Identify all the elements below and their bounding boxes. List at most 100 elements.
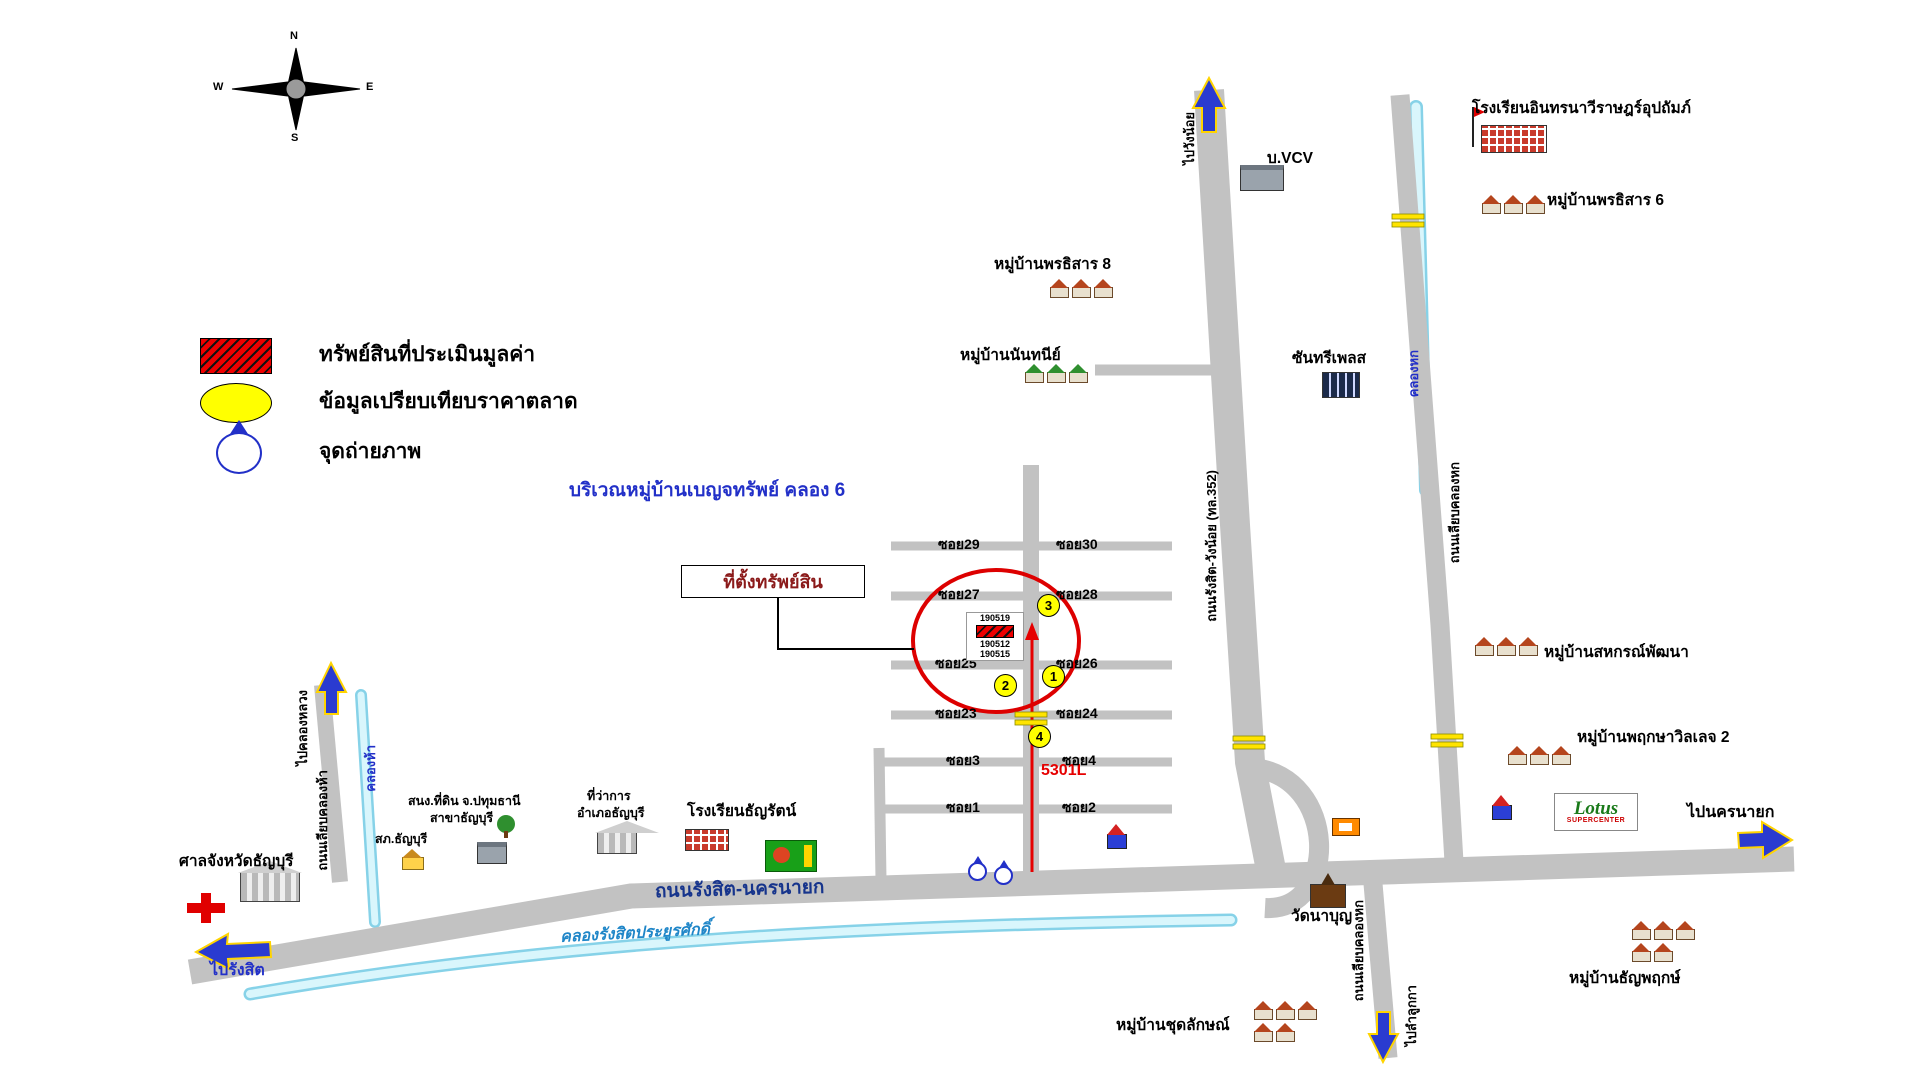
area-title: บริเวณหมู่บ้านเบญจทรัพย์ คลอง 6 bbox=[569, 480, 846, 501]
parcel-number: 190512 bbox=[979, 638, 1011, 649]
house-icon bbox=[1069, 364, 1088, 383]
arrow-south bbox=[1367, 1011, 1400, 1065]
market-icon bbox=[765, 840, 817, 872]
house-icon bbox=[1654, 943, 1673, 962]
legend-appraised-swatch bbox=[200, 338, 272, 374]
house-icon bbox=[1276, 1023, 1295, 1042]
comparison-marker-3: 3 bbox=[1037, 594, 1060, 617]
chut-lak-village-icon bbox=[1254, 1000, 1320, 1042]
highway-352-label: ถนนรังสิต-วังน้อย (ทล.352) bbox=[1204, 470, 1219, 622]
house-icon bbox=[1254, 1001, 1273, 1020]
compass-e: E bbox=[366, 81, 374, 93]
wat-na-bun-label: วัดนาบุญ bbox=[1291, 908, 1353, 925]
vcv-label: บ.VCV bbox=[1267, 150, 1314, 167]
gas-station-icon bbox=[1332, 818, 1360, 836]
school-intharanawi-icon bbox=[1481, 125, 1547, 153]
photo-point-icon bbox=[994, 866, 1013, 885]
house-icon bbox=[1047, 364, 1066, 383]
land-office-label-2: สาขาธัญบุรี bbox=[430, 811, 494, 825]
thanyarat-school-icon bbox=[685, 829, 729, 851]
direction-arrows bbox=[193, 75, 1794, 1065]
arrow-east bbox=[1736, 820, 1794, 860]
legend-comparison-label: ข้อมูลเปรียบเทียบราคาตลาด bbox=[319, 390, 578, 413]
court-label: ศาลจังหวัดธัญบุรี bbox=[179, 853, 294, 870]
route-code-label: 5301L bbox=[1041, 762, 1087, 779]
to-khlong-luang-label: ไปคลองหลวง bbox=[295, 690, 310, 766]
house-icon bbox=[1632, 943, 1651, 962]
soi-24-label: ซอย24 bbox=[1056, 705, 1098, 721]
arrow-north bbox=[1191, 75, 1227, 133]
khlong-hok-road-label: ถนนเลียบคลองหก bbox=[1447, 462, 1462, 564]
lotus-logo-text: Lotus bbox=[1573, 798, 1619, 819]
soi-3-label: ซอย3 bbox=[946, 752, 980, 768]
soi-1-label: ซอย1 bbox=[946, 799, 980, 815]
thanyarat-school-label: โรงเรียนธัญรัตน์ bbox=[687, 803, 797, 820]
survey-route bbox=[1025, 622, 1039, 872]
south-road-label: ถนนเลียบคลองหก bbox=[1351, 900, 1366, 1002]
soi-2-label: ซอย2 bbox=[1062, 799, 1096, 815]
to-nakhon-nayok-label: ไปนครนายก bbox=[1687, 804, 1775, 821]
khlong-hok-canal-label: คลองหก bbox=[1406, 350, 1421, 398]
road-shapes bbox=[187, 89, 1795, 1059]
compass-n: N bbox=[290, 30, 298, 42]
bridge-markers bbox=[1014, 213, 1464, 750]
house-icon bbox=[1530, 746, 1549, 765]
nanthanee-village-icon bbox=[1025, 363, 1088, 383]
property-callout-text: ที่ตั้งทรัพย์สิน bbox=[723, 572, 823, 592]
legend-photo-point-icon bbox=[216, 432, 262, 474]
house-icon bbox=[1298, 1001, 1317, 1020]
callout-connector-line bbox=[777, 597, 914, 650]
soi-30-label: ซอย30 bbox=[1056, 536, 1098, 552]
house-icon bbox=[1504, 195, 1523, 214]
tree-icon bbox=[497, 815, 515, 838]
main-road-label: ถนนรังสิต-นครนายก bbox=[654, 876, 825, 903]
nanthanee-label: หมู่บ้านนันทนีย์ bbox=[960, 347, 1061, 364]
school-flag-icon bbox=[1474, 107, 1485, 117]
house-icon bbox=[1497, 637, 1516, 656]
soi-26-label: ซอย26 bbox=[1056, 655, 1098, 671]
school-intharanawi-label: โรงเรียนอินทรนาวีราษฎร์อุปถัมภ์ bbox=[1472, 100, 1691, 117]
sahakorn-pattana-label: หมู่บ้านสหกรณ์พัฒนา bbox=[1544, 644, 1689, 661]
lotus-logo-subtext: SUPERCENTER bbox=[1566, 817, 1626, 824]
sahakorn-village-icon bbox=[1475, 636, 1538, 656]
compass-s: S bbox=[291, 132, 299, 144]
land-office-icon bbox=[477, 842, 507, 864]
phonthisan6-village-icon bbox=[1482, 194, 1545, 214]
property-callout-box: ที่ตั้งทรัพย์สิน bbox=[681, 565, 865, 598]
land-office-label-1: สนง.ที่ดิน จ.ปทุมธานี bbox=[408, 794, 521, 808]
legend-photo-label: จุดถ่ายภาพ bbox=[319, 440, 422, 463]
suntree-place-label: ซันทรีเพลส bbox=[1292, 350, 1367, 367]
legend-comparison-swatch bbox=[200, 383, 272, 423]
temple-icon bbox=[1492, 795, 1512, 820]
soi-23-label: ซอย23 bbox=[935, 705, 977, 721]
arrow-up-left bbox=[315, 660, 348, 715]
to-wang-noi-label: ไปวังน้อย bbox=[1182, 112, 1197, 165]
district-office-label-2: อำเภอธัญบุรี bbox=[577, 806, 645, 820]
police-label: สภ.ธัญบุรี bbox=[375, 832, 428, 846]
photo-point-icon bbox=[968, 862, 987, 881]
thanyapruek-label: หมู่บ้านธัญพฤกษ์ bbox=[1569, 970, 1681, 987]
parcel-number: 190515 bbox=[979, 649, 1011, 659]
soi-4-label: ซอย4 bbox=[1062, 752, 1096, 768]
thanyapruek-village-icon bbox=[1632, 920, 1698, 962]
property-highlight-circle bbox=[911, 568, 1081, 714]
house-icon bbox=[1632, 921, 1651, 940]
house-icon bbox=[1526, 195, 1545, 214]
lotus-supercenter: Lotus SUPERCENTER bbox=[1554, 793, 1638, 831]
house-icon bbox=[1050, 279, 1069, 298]
school-flagpole-icon bbox=[1472, 107, 1474, 147]
soi-27-label: ซอย27 bbox=[938, 586, 980, 602]
parcel-number: 190519 bbox=[979, 613, 1011, 623]
police-station-icon bbox=[402, 849, 424, 870]
to-lam-luk-ka-label: ไปลำลูกกา bbox=[1404, 985, 1419, 1047]
chut-lak-label: หมู่บ้านชุดลักษณ์ bbox=[1116, 1017, 1230, 1034]
khlong-ha-road-label: ถนนเลียบคลองห้า bbox=[315, 770, 330, 871]
suntree-place-icon bbox=[1322, 372, 1360, 398]
khlong-ha-canal-label: คลองห้า bbox=[363, 745, 378, 792]
house-icon bbox=[1475, 637, 1494, 656]
house-icon bbox=[1552, 746, 1571, 765]
house-icon bbox=[1508, 746, 1527, 765]
temple-icon bbox=[1107, 824, 1127, 849]
